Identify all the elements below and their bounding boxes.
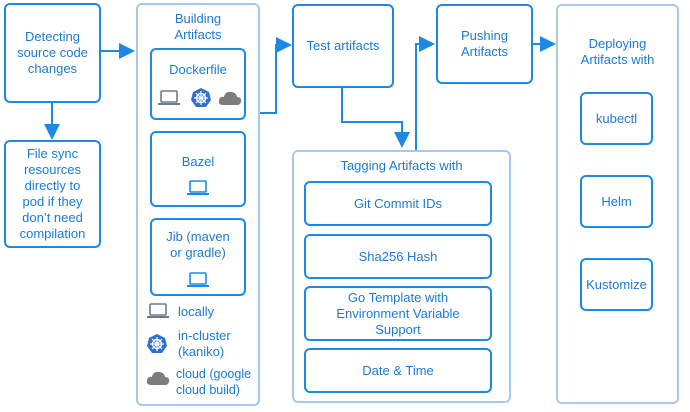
dockerfile-label: Dockerfile (169, 62, 227, 77)
detect-changes-label: Detecting source code changes (17, 29, 88, 76)
tag-go-template-box: Go Template with Environment Variable Su… (304, 286, 492, 341)
cloud-icon (218, 91, 242, 105)
arrow-build-to-test (259, 37, 292, 114)
test-artifacts-box: Test artifacts (292, 4, 394, 88)
arrow-test-to-tagging (341, 88, 410, 148)
legend-cloud-label: cloud (google cloud build) (176, 367, 252, 397)
kubernetes-icon (147, 334, 167, 353)
laptop-icon (187, 272, 209, 287)
laptop-icon (147, 303, 169, 318)
jib-box (150, 218, 246, 296)
dockerfile-box (150, 48, 246, 120)
push-artifacts-label: Pushing Artifacts (461, 28, 508, 59)
tag-date-time-label: Date & Time (362, 362, 434, 378)
push-artifacts-box: Pushing Artifacts (436, 4, 533, 84)
bazel-box (150, 131, 246, 207)
file-sync-box: File sync resources directly to pod if t… (4, 140, 101, 248)
legend-incluster-label: in-cluster (kaniko) (178, 328, 231, 359)
deploy-kustomize-box: Kustomize (580, 258, 653, 311)
jib-label: Jib (maven or gradle) (166, 229, 230, 260)
building-artifacts-title: Building Artifacts (174, 11, 222, 42)
bazel-label: Bazel (181, 154, 215, 169)
deploy-kubectl-label: kubectl (595, 110, 638, 126)
cloud-icon (146, 371, 170, 385)
deploying-title: Deploying Artifacts with (580, 36, 655, 67)
tag-date-time-box: Date & Time (304, 348, 492, 393)
tag-git-commit-label: Git Commit IDs (353, 195, 443, 211)
arrow-tagging-to-push (415, 36, 435, 150)
deploy-kustomize-label: Kustomize (586, 276, 647, 292)
file-sync-label: File sync resources directly to pod if t… (19, 146, 86, 241)
laptop-icon (158, 90, 180, 105)
deploy-helm-box: Helm (580, 175, 653, 228)
tag-go-template-label: Go Template with Environment Variable Su… (336, 289, 460, 337)
deploy-helm-label: Helm (601, 193, 632, 209)
kubernetes-icon (191, 88, 211, 107)
tagging-title: Tagging Artifacts with (340, 158, 463, 173)
tag-sha256-box: Sha256 Hash (304, 234, 492, 279)
detect-changes-box: Detecting source code changes (4, 3, 101, 103)
test-artifacts-label: Test artifacts (306, 38, 380, 53)
legend-locally-label: locally (178, 304, 215, 319)
tag-git-commit-box: Git Commit IDs (304, 181, 492, 226)
tag-sha256-label: Sha256 Hash (358, 248, 438, 264)
laptop-icon (187, 180, 209, 195)
deploy-kubectl-box: kubectl (580, 92, 653, 145)
